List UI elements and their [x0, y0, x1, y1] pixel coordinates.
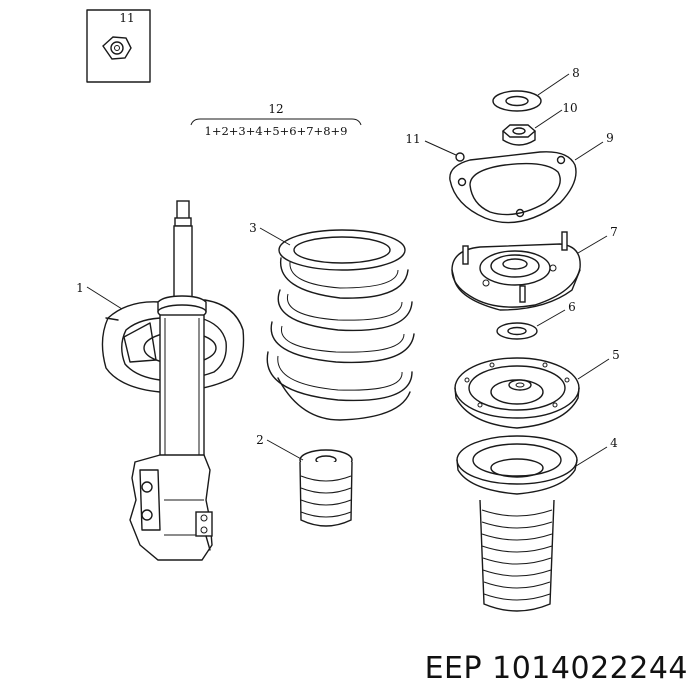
callout-3: 3	[249, 221, 257, 235]
leader-2	[266, 439, 304, 461]
callout-7: 7	[610, 225, 618, 239]
callout-9: 9	[606, 131, 614, 145]
leader-4	[575, 446, 608, 467]
inset-nut-box: 11	[86, 9, 151, 83]
dust-boot	[456, 435, 578, 612]
assembly-formula-group: 12 1+2+3+4+5+6+7+8+9	[190, 102, 362, 138]
callout-4: 4	[610, 436, 618, 450]
callout-1: 1	[76, 281, 84, 295]
callout-5: 5	[612, 348, 620, 362]
strut-assembly	[101, 200, 245, 561]
inset-callout-11: 11	[119, 11, 134, 25]
leader-11	[424, 140, 457, 156]
washer	[492, 90, 542, 112]
bump-stop	[299, 449, 353, 527]
coil-spring	[266, 229, 415, 421]
assembly-formula: 1+2+3+4+5+6+7+8+9	[205, 124, 348, 138]
leader-8	[537, 73, 570, 96]
callout-6: 6	[568, 300, 576, 314]
part-number-caption: EEP 1014022244	[424, 651, 688, 686]
leader-1	[86, 286, 123, 310]
strut-mount	[451, 231, 581, 311]
inset-nut-icon	[102, 36, 132, 60]
leader-3	[259, 227, 291, 246]
callout-8: 8	[572, 66, 580, 80]
callout-12: 12	[268, 102, 283, 116]
bearing-ring	[496, 322, 538, 340]
upper-spring-seat	[454, 357, 580, 429]
leader-10	[534, 109, 563, 129]
callout-11: 11	[405, 132, 420, 146]
leader-9	[574, 141, 604, 161]
callout-10: 10	[562, 101, 577, 115]
leader-7	[577, 235, 608, 254]
callout-2: 2	[256, 433, 264, 447]
leader-6	[536, 309, 566, 327]
gasket-plate	[449, 151, 577, 224]
small-stud	[455, 152, 465, 162]
leader-5	[577, 358, 610, 380]
top-nut	[501, 124, 537, 146]
